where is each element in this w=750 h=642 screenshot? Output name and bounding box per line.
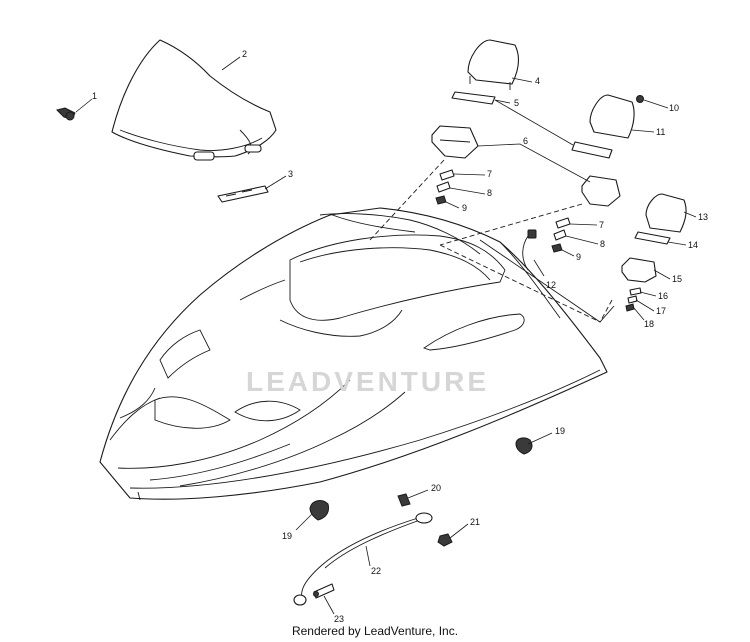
nut-21 xyxy=(437,533,453,547)
bezel-15 xyxy=(621,257,657,283)
small-parts-far-right xyxy=(625,287,642,312)
bolt-20 xyxy=(397,493,411,507)
callout-3: 3 xyxy=(288,169,293,179)
bezel-6b xyxy=(581,175,621,207)
callout-12: 12 xyxy=(546,280,556,290)
gauge-11 xyxy=(589,94,635,139)
callout-5: 5 xyxy=(514,98,519,108)
callout-23: 23 xyxy=(334,614,344,624)
callout-8b: 8 xyxy=(600,239,605,249)
callout-14: 14 xyxy=(688,240,698,250)
callout-20: 20 xyxy=(431,483,441,493)
assembly-lines xyxy=(369,159,615,323)
callout-7b: 7 xyxy=(599,220,604,230)
small-parts-left xyxy=(435,169,455,205)
callout-10: 10 xyxy=(669,103,679,113)
callout-6: 6 xyxy=(523,136,528,146)
gauge-13 xyxy=(645,193,687,233)
callout-17: 17 xyxy=(656,306,666,316)
cap-10 xyxy=(636,95,644,103)
small-parts-right xyxy=(551,217,571,253)
bezel-6 xyxy=(431,125,479,159)
clip-19-left xyxy=(309,500,329,521)
pin-23 xyxy=(313,583,335,599)
tether-cable-22 xyxy=(293,512,433,606)
callout-1: 1 xyxy=(92,91,97,101)
callout-18: 18 xyxy=(644,319,654,329)
gauge-4 xyxy=(467,39,519,90)
callout-13: 13 xyxy=(698,212,708,222)
lens-14 xyxy=(634,231,671,245)
clip-19-right xyxy=(515,437,533,455)
callout-15: 15 xyxy=(672,274,682,284)
callout-9: 9 xyxy=(462,203,467,213)
footer-credit: Rendered by LeadVenture, Inc. xyxy=(291,624,459,638)
callout-19-left: 19 xyxy=(282,531,292,541)
callout-11: 11 xyxy=(656,127,665,137)
leader-lines xyxy=(75,56,697,615)
screw-part-1 xyxy=(56,107,76,121)
bracket-part-3 xyxy=(217,185,269,203)
callout-8: 8 xyxy=(487,188,492,198)
callout-9b: 9 xyxy=(576,252,581,262)
callout-21: 21 xyxy=(470,517,480,527)
callout-2: 2 xyxy=(242,49,247,59)
callout-22: 22 xyxy=(371,566,381,576)
callout-4: 4 xyxy=(535,76,540,86)
callout-16: 16 xyxy=(658,291,668,301)
callout-19-right: 19 xyxy=(555,426,565,436)
lens-5 xyxy=(451,91,496,105)
callout-labels: 1 2 3 4 5 6 7 8 9 10 11 12 13 14 15 16 1… xyxy=(92,49,708,624)
callout-7: 7 xyxy=(487,169,492,179)
wire-part-12 xyxy=(522,229,537,271)
lens-5b xyxy=(571,141,613,159)
watermark: LEADVENTURE xyxy=(246,366,490,397)
windshield xyxy=(111,39,277,161)
hood-assembly xyxy=(99,207,608,501)
